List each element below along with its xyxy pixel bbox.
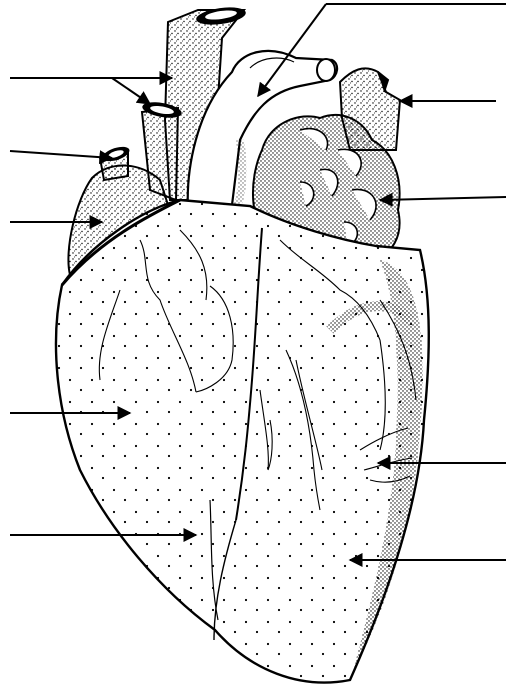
ventricles-body xyxy=(56,200,429,683)
arrow-svc-b xyxy=(112,78,150,104)
arrow-pulm-vein xyxy=(10,151,112,158)
